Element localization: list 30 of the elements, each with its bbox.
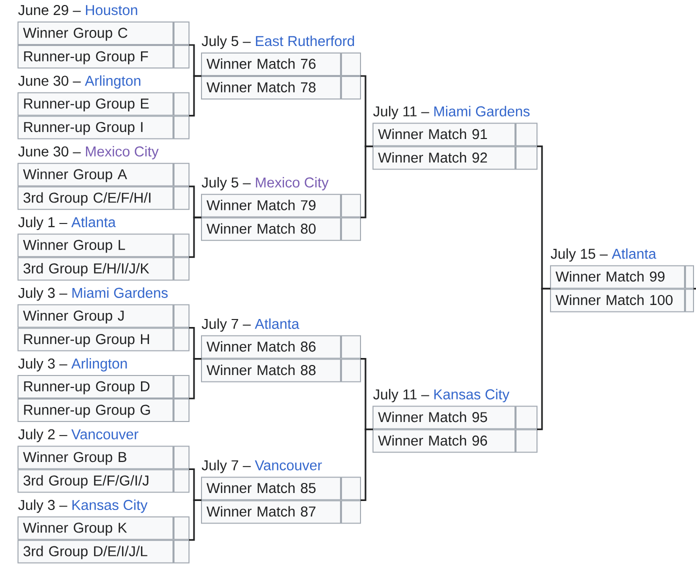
city-link: Arlington: [71, 358, 127, 372]
city-link: Vancouver: [71, 429, 138, 440]
city-link: Kansas City: [72, 500, 148, 513]
match-date: July 1 –: [18, 216, 68, 230]
match-date: July 5 –: [202, 177, 251, 190]
match-date: July 11 –: [373, 388, 430, 402]
city-link: Vancouver: [254, 460, 322, 470]
city-link: Houston: [86, 5, 138, 16]
match-date: July 3 –: [18, 287, 68, 301]
city-link: Atlanta: [254, 318, 300, 329]
city-link: Arlington: [84, 75, 140, 89]
match-date: July 15 –: [550, 248, 608, 262]
city-link: Miami Gardens: [434, 106, 530, 116]
match-date: July 3 –: [18, 500, 68, 513]
match-date: July 7 –: [202, 318, 251, 332]
match-date: July 5 –: [202, 36, 251, 49]
city-link: Atlanta: [612, 248, 656, 259]
match-date: June 30 –: [18, 146, 81, 157]
city-link: Mexico City: [256, 177, 329, 190]
match-date: July 11 –: [373, 106, 430, 120]
match-date: July 2 –: [18, 428, 68, 442]
city-link: East Rutherford: [256, 36, 354, 46]
match-date: July 7 –: [202, 460, 251, 474]
city-link: Atlanta: [71, 216, 116, 228]
city-link: Kansas City: [434, 388, 510, 402]
match-date: July 3 –: [18, 358, 68, 372]
match-date: June 30 –: [18, 76, 81, 86]
match-date: June 29 –: [18, 5, 81, 16]
city-link: Miami Gardens: [72, 287, 168, 298]
city-link: Mexico City: [86, 146, 159, 160]
